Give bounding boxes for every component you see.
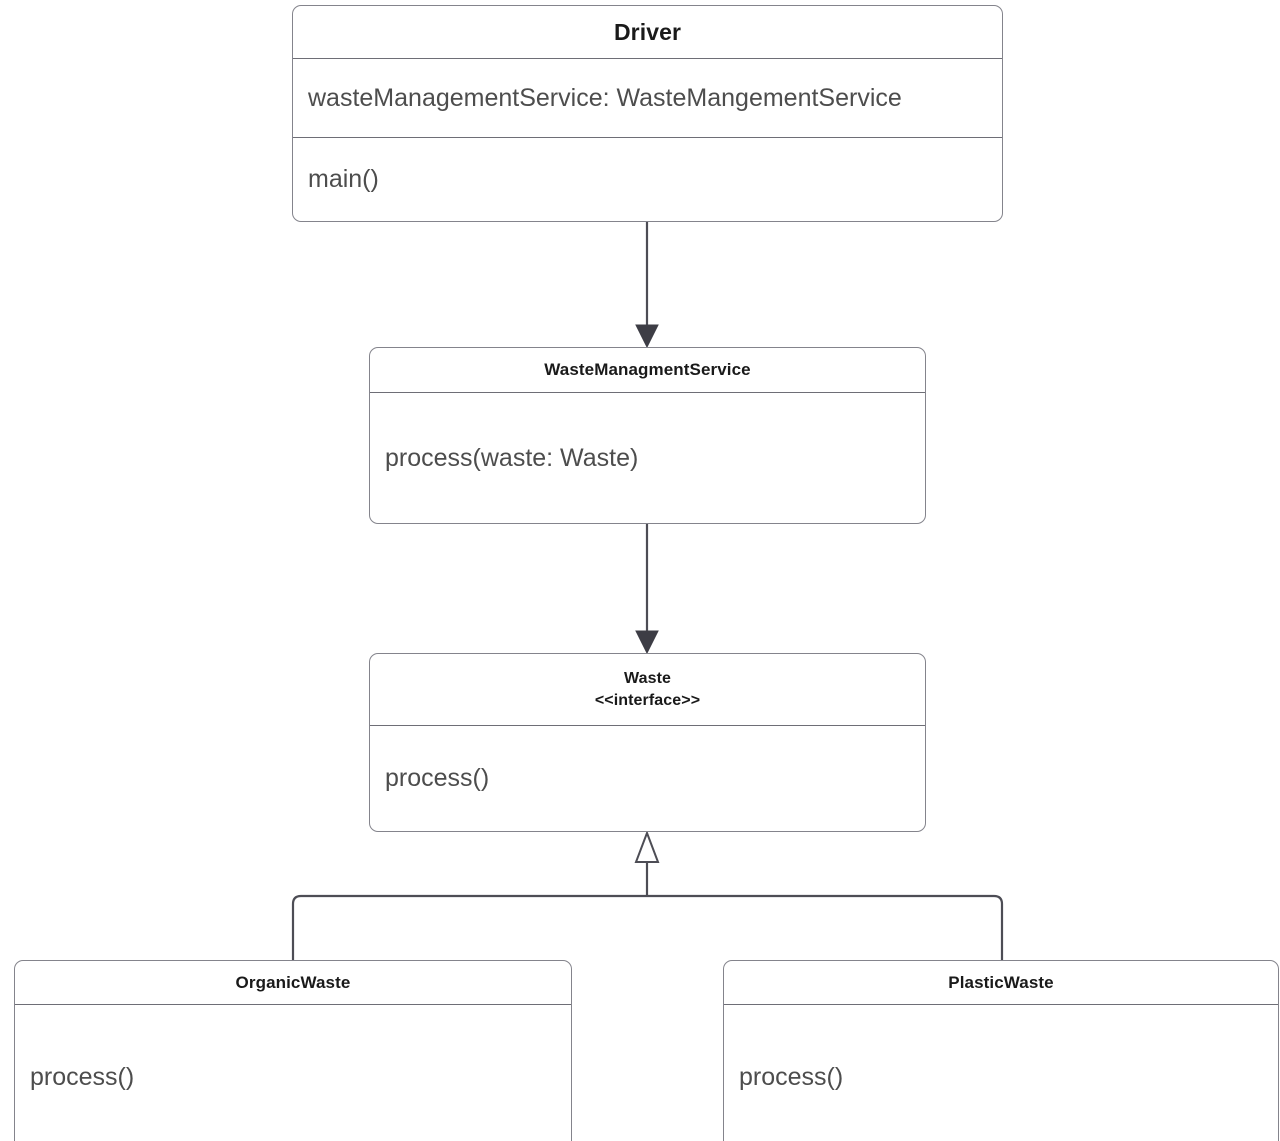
class-name-label: PlasticWaste: [948, 972, 1054, 992]
connector-driver-to-service: [635, 222, 659, 349]
class-name-driver: Driver: [293, 6, 1002, 59]
class-box-waste-managment-service[interactable]: WasteManagmentService process(waste: Was…: [369, 347, 926, 524]
operation-item: main(): [308, 165, 379, 193]
class-stereotype-label: <<interface>>: [594, 691, 701, 709]
operation-compartment-organic-waste: process(): [15, 1005, 571, 1141]
operation-compartment-driver: main(): [293, 138, 1002, 221]
class-box-plastic-waste[interactable]: PlasticWaste process(): [723, 960, 1279, 1141]
operation-item: process(): [739, 1063, 844, 1091]
class-name-label: Waste: [623, 669, 672, 687]
attribute-compartment-driver: wasteManagementService: WasteMangementSe…: [293, 59, 1002, 138]
operation-compartment-waste-managment-service: process(waste: Waste): [370, 393, 925, 523]
operation-item: process(): [385, 764, 490, 792]
class-name-label: Driver: [613, 18, 682, 45]
class-box-waste-interface[interactable]: Waste <<interface>> process(): [369, 653, 926, 832]
class-name-plastic-waste: PlasticWaste: [724, 961, 1278, 1005]
class-box-driver[interactable]: Driver wasteManagementService: WasteMang…: [292, 5, 1003, 222]
class-name-waste: Waste <<interface>>: [370, 654, 925, 726]
class-name-label: OrganicWaste: [235, 972, 351, 992]
connector-line-right-branch: [647, 894, 1004, 960]
hollow-triangle-arrowhead-icon: [634, 830, 660, 863]
operation-compartment-waste: process(): [370, 726, 925, 831]
class-name-waste-managment-service: WasteManagmentService: [370, 348, 925, 393]
filled-arrowhead-icon: [635, 630, 659, 655]
filled-arrowhead-icon: [635, 324, 659, 349]
operation-item: process(waste: Waste): [385, 443, 639, 472]
class-name-label: WasteManagmentService: [544, 360, 751, 379]
connector-subclasses-to-waste: [291, 830, 1004, 960]
connector-service-to-waste: [635, 524, 659, 655]
attribute-item: wasteManagementService: WasteMangementSe…: [308, 83, 902, 112]
class-box-organic-waste[interactable]: OrganicWaste process(): [14, 960, 572, 1141]
operation-item: process(): [30, 1063, 135, 1091]
connector-line-left-branch: [291, 894, 647, 960]
operation-compartment-plastic-waste: process(): [724, 1005, 1278, 1141]
class-name-organic-waste: OrganicWaste: [15, 961, 571, 1005]
